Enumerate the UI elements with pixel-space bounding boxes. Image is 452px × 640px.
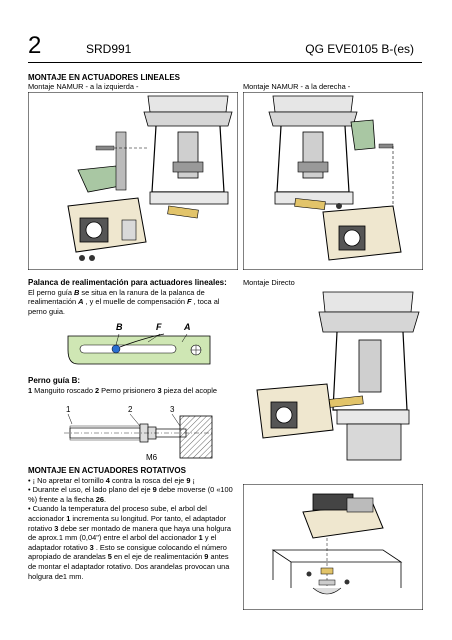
rb1-c: ¡ [190,475,195,485]
rotary-bullet-1: • ¡ No apretar el tornillo 4 contra la r… [28,476,238,486]
guide-num-3: 3 [157,385,162,395]
rotary-heading: MONTAJE EN ACTUADORES ROTATIVOS [28,466,186,475]
rb3-n4: 3 [89,542,94,552]
rb3-n2: 3 [54,523,59,533]
lever-label-f: F [156,322,162,332]
direct-mount-caption: Montaje Directo [243,278,295,287]
right-mounting-figure [243,92,423,270]
guide-pin-list: 1 Manguito roscado 2 Perno prisionero 3 … [28,386,236,396]
rotary-bullet-2: • Durante el uso, el lado plano del eje … [28,485,238,504]
rb3-n3: 1 [198,533,203,543]
doc-reference: QG EVE0105 B-(es) [305,42,414,56]
rotary-mounting-figure [243,484,423,610]
rb3-n: 1 [66,513,71,523]
guide-item-3: pieza del acople [161,385,218,395]
rb3-b: incrementa su longitud. Por tanto, el ad… [28,513,227,533]
lever-label-a: A [183,322,191,332]
rotary-bullet-3: • Cuando la temperatura del proceso sube… [28,504,238,581]
doc-code: SRD991 [86,42,132,56]
rb1-n: 4 [105,475,110,485]
feedback-label-b: B [74,287,80,297]
pin-label-2: 2 [128,405,133,414]
feedback-lever-figure: B F A [67,322,211,365]
header-rule [28,62,422,63]
rb3-g: antes de montar el adaptador rotativo. D… [28,552,230,581]
rb2-c: . [104,494,107,504]
direct-mounting-figure [256,291,420,461]
guide-item-2: Perno prisionero [99,385,158,395]
right-mount-caption: Montaje NAMUR - a la derecha - [243,82,351,91]
feedback-lever-text: Palanca de realimentación para actuadore… [28,278,228,316]
guide-num-2: 2 [94,385,100,395]
rb1-b: contra la rosca del eje [109,475,187,485]
rb3-n6: 9 [204,552,209,562]
left-mount-caption: Montaje NAMUR - a la izquierda - [28,82,139,91]
rb2-b: debe moverse (0 «100 %) frente a la flec… [28,485,233,504]
rb2-n2: 26 [95,494,105,504]
rb3-e: . Esto se consigue colocando el número a… [28,542,227,562]
guide-pin-figure: 1 2 3 M6 [64,405,213,462]
lever-label-b: B [116,322,123,332]
rotary-text: MONTAJE EN ACTUADORES ROTATIVOS • ¡ No a… [28,466,238,581]
page-number: 2 [28,32,42,59]
rb1-n2: 9 [186,475,191,485]
pin-label-1: 1 [66,405,71,414]
feedback-p2: se situa en la ranura de la palanca de r… [28,287,205,307]
linear-heading: MONTAJE EN ACTUADORES LINEALES [28,73,181,82]
guide-pin-text: Perno guía B: 1 Manguito roscado 2 Perno… [28,376,236,395]
rb1-a: • ¡ No apretar el tornillo [28,475,106,485]
feedback-label-f: F [187,297,192,307]
feedback-label-a: A [78,297,84,307]
rb2-n: 9 [152,485,157,495]
feedback-p1: El perno guía [28,287,72,297]
feedback-p3: , y el muelle de compensación [83,297,187,307]
rb3-f: en el eje de realimentación [111,552,205,562]
rb3-a: • Cuando la temperatura del proceso sube… [28,504,207,523]
guide-item-1: Manguito roscado [32,385,95,395]
thread-label: M6 [146,453,158,462]
left-mounting-figure [28,92,238,270]
rb2-a: • Durante el uso, el lado plano del eje [28,485,153,495]
pin-label-3: 3 [170,405,175,414]
feedback-p4: , toca al perno guia. [28,297,220,316]
guide-pin-heading: Perno guía B: [28,376,81,385]
feedback-heading: Palanca de realimentación para actuadore… [28,278,227,287]
guide-num-1: 1 [28,385,33,395]
rb3-c: debe ser montado de manera que haya una … [28,523,231,543]
rb3-n5: 5 [107,552,112,562]
rb3-d: y el adaptador rotativo [28,533,217,552]
feedback-paragraph: El perno guía B se situa en la ranura de… [28,288,228,317]
